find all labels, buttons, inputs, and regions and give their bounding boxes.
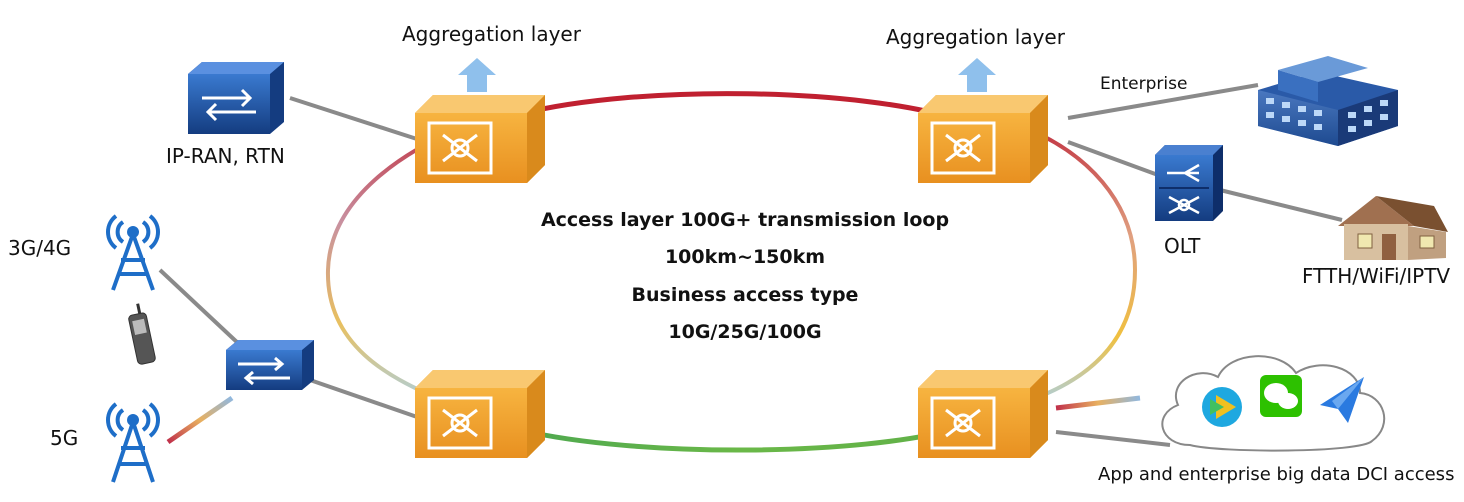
aggregation-arrow-left-icon <box>458 58 496 92</box>
aggregation-layer-right-label: Aggregation layer <box>886 25 1065 49</box>
home-house-icon <box>1338 196 1448 260</box>
enterprise-building-icon <box>1258 56 1398 146</box>
access-node-top-right-icon <box>918 95 1048 183</box>
send-app-icon <box>1320 377 1364 423</box>
connection-lines <box>158 83 1343 447</box>
access-node-bottom-right-icon <box>918 370 1048 458</box>
tower-3g4g-icon <box>106 214 160 291</box>
ipran-switch-icon <box>188 62 284 134</box>
cell-site-switch-icon <box>226 340 314 390</box>
center-rates-line: 10G/25G/100G <box>668 321 822 343</box>
transmission-ring <box>325 91 1138 453</box>
olt-device-icon <box>1155 145 1223 221</box>
access-node-top-left-icon <box>415 95 545 183</box>
wechat-app-icon <box>1260 375 1302 417</box>
cloud-apps-icon <box>1161 355 1386 452</box>
olt-label: OLT <box>1164 234 1201 258</box>
aggregation-layer-left-label: Aggregation layer <box>402 22 581 46</box>
aggregation-arrow-right-icon <box>958 58 996 92</box>
5g-label: 5G <box>50 426 79 450</box>
video-app-icon <box>1202 387 1242 427</box>
enterprise-label: Enterprise <box>1100 74 1188 94</box>
tower-5g-icon <box>106 402 160 483</box>
center-distance-line: 100km~150km <box>664 246 826 268</box>
ftth-wifi-iptv-label: FTTH/WiFi/IPTV <box>1302 264 1451 288</box>
mobile-phone-icon <box>128 303 156 365</box>
app-dci-access-label: App and enterprise big data DCI access <box>1098 464 1455 485</box>
ipran-rtn-label: IP-RAN, RTN <box>166 144 285 168</box>
center-title-line1: Access layer 100G+ transmission loop <box>540 209 950 231</box>
3g4g-label: 3G/4G <box>8 236 72 260</box>
access-node-bottom-left-icon <box>415 370 545 458</box>
center-business-type-line: Business access type <box>631 284 859 306</box>
